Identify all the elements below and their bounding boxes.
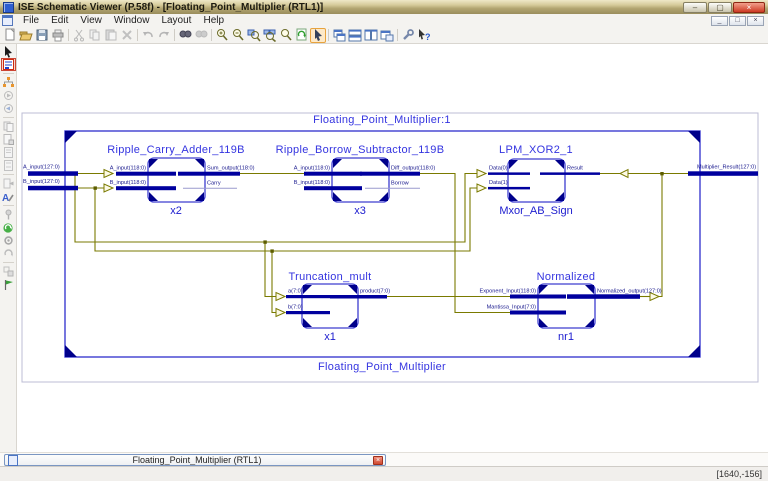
mdi-minimize-icon[interactable]: _ — [711, 16, 728, 26]
select-objects-icon[interactable] — [1, 265, 16, 278]
child-window-icon — [2, 15, 13, 26]
mdi-close-icon[interactable]: × — [747, 16, 764, 26]
copy-icon[interactable] — [87, 28, 103, 43]
new-sheet-icon[interactable] — [1, 133, 16, 146]
refresh-icon[interactable] — [294, 28, 310, 43]
cursor-coordinates: [1640,-156] — [716, 469, 768, 479]
new-icon[interactable] — [2, 28, 18, 43]
tile-vertical-icon[interactable] — [363, 28, 379, 43]
menu-layout[interactable]: Layout — [155, 14, 197, 27]
schematic-view-icon[interactable] — [1, 58, 16, 71]
zoom-page-icon[interactable] — [278, 28, 294, 43]
schematic-canvas[interactable] — [17, 44, 768, 452]
menu-window[interactable]: Window — [108, 14, 156, 27]
menu-bar: File Edit View Window Layout Help _ □ × — [0, 14, 768, 28]
select-tool-icon[interactable] — [310, 28, 326, 43]
settings-gear-icon[interactable] — [1, 234, 16, 247]
minimize-icon[interactable]: – — [683, 2, 707, 13]
paste-icon[interactable] — [103, 28, 119, 43]
undo-icon[interactable] — [140, 28, 156, 43]
save-icon[interactable] — [34, 28, 50, 43]
options-wrench-icon[interactable] — [400, 28, 416, 43]
delete-icon[interactable] — [119, 28, 135, 43]
push-into-icon[interactable] — [1, 89, 16, 102]
schematic-doc-icon — [8, 455, 18, 466]
menu-help[interactable]: Help — [197, 14, 230, 27]
window-title: ISE Schematic Viewer (P.58f) - [Floating… — [18, 2, 323, 13]
hierarchy-tree-icon[interactable] — [1, 76, 16, 89]
zoom-in-icon[interactable] — [214, 28, 230, 43]
title-bar: ISE Schematic Viewer (P.58f) - [Floating… — [0, 0, 768, 15]
zoom-full-icon[interactable] — [262, 28, 278, 43]
app-icon — [3, 2, 14, 13]
page-a-icon[interactable] — [1, 146, 16, 159]
menu-file[interactable]: File — [17, 14, 45, 27]
svg-text:?: ? — [425, 32, 431, 42]
tab-close-icon[interactable]: × — [373, 456, 383, 465]
export-page-icon[interactable] — [1, 177, 16, 190]
close-icon[interactable]: × — [733, 2, 765, 13]
tab-label: Floating_Point_Multiplier (RTL1) — [21, 455, 373, 465]
document-tab-bar: Floating_Point_Multiplier (RTL1) × — [0, 452, 768, 467]
find-icon[interactable] — [177, 28, 193, 43]
menu-edit[interactable]: Edit — [45, 14, 74, 27]
print-icon[interactable] — [50, 28, 66, 43]
regenerate-icon[interactable] — [1, 221, 16, 234]
pointer-tool-icon[interactable] — [1, 45, 16, 58]
side-toolbar: A — [0, 44, 17, 452]
arrange-windows-icon[interactable] — [379, 28, 395, 43]
annotate-text-icon[interactable]: A — [1, 190, 16, 203]
status-bar: [1640,-156] — [0, 466, 768, 481]
find-next-icon[interactable] — [193, 28, 209, 43]
redo-icon[interactable] — [156, 28, 172, 43]
menu-view[interactable]: View — [74, 14, 108, 27]
pop-out-icon[interactable] — [1, 102, 16, 115]
mdi-restore-icon[interactable]: □ — [729, 16, 746, 26]
zoom-selection-icon[interactable] — [246, 28, 262, 43]
maximize-icon[interactable]: ▢ — [708, 2, 732, 13]
zoom-out-icon[interactable] — [230, 28, 246, 43]
rotate-icon[interactable] — [1, 247, 16, 260]
open-icon[interactable] — [18, 28, 34, 43]
marker-flag-icon[interactable] — [1, 278, 16, 291]
page-b-icon[interactable] — [1, 159, 16, 172]
sheets-icon[interactable] — [1, 120, 16, 133]
context-help-icon[interactable]: ? — [416, 28, 432, 43]
pin-icon[interactable] — [1, 208, 16, 221]
toolbar: ? — [0, 27, 768, 44]
cascade-windows-icon[interactable] — [331, 28, 347, 43]
tab-floating-point-multiplier[interactable]: Floating_Point_Multiplier (RTL1) × — [4, 454, 386, 466]
cut-icon[interactable] — [71, 28, 87, 43]
svg-text:A: A — [2, 193, 9, 203]
tile-horizontal-icon[interactable] — [347, 28, 363, 43]
